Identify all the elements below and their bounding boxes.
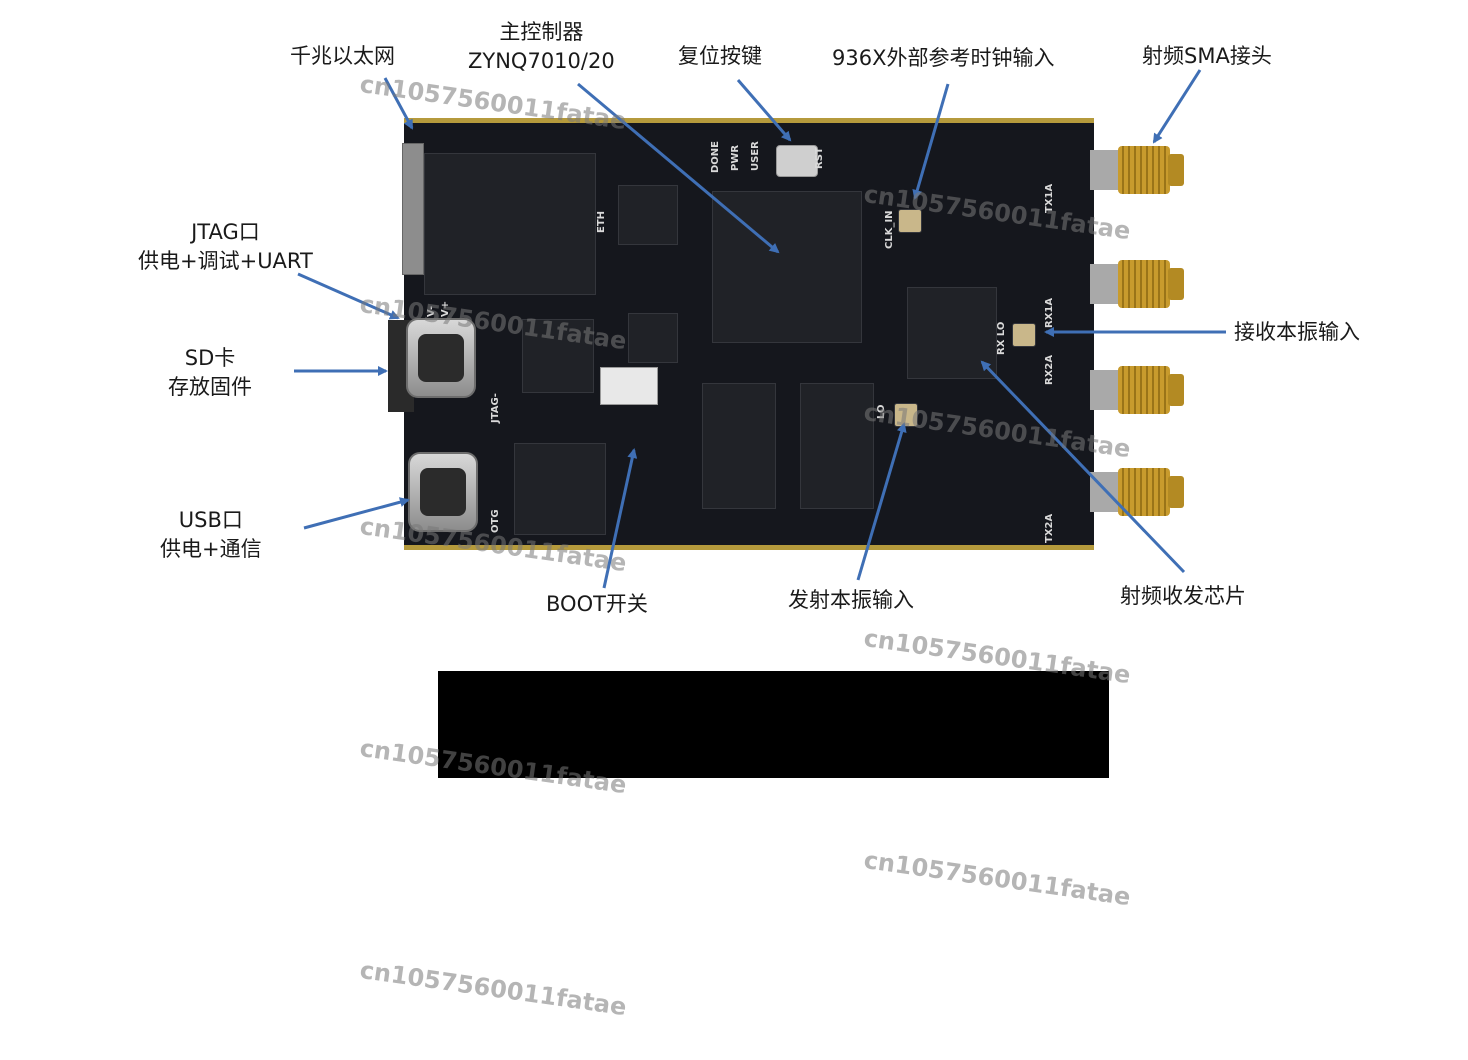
- usb-controller-chip: [522, 319, 594, 393]
- arrow-usb: [303, 497, 410, 530]
- label-ext-clock: 936X外部参考时钟输入: [832, 46, 1055, 70]
- label-ethernet: 千兆以太网: [290, 44, 395, 68]
- ethernet-phy-chip: [424, 153, 596, 295]
- label-rf-chip: 射频收发芯片: [1120, 584, 1246, 608]
- redaction-bar: [438, 671, 1109, 778]
- arrow-boot: [602, 448, 638, 589]
- power-module: [514, 443, 606, 535]
- sma-rx1a-connector: [1090, 256, 1185, 312]
- label-usb-line2: 供电+通信: [160, 537, 262, 561]
- ic-small: [618, 185, 678, 245]
- label-usb-line1: USB口: [178, 508, 243, 532]
- reset-button: [776, 145, 818, 177]
- arrow-ethernet: [383, 77, 414, 130]
- arrow-reset: [736, 79, 792, 142]
- label-rx-lo: 接收本振输入: [1234, 320, 1360, 344]
- label-tx-lo: 发射本振输入: [788, 588, 914, 612]
- usb-c-jtag-connector: [406, 318, 476, 398]
- label-usb: USB口 供电+通信: [160, 506, 262, 564]
- arrow-rf-sma: [1152, 69, 1202, 144]
- arrow-controller: [577, 82, 780, 254]
- sma-tx1a-connector: [1090, 142, 1185, 198]
- label-boot: BOOT开关: [546, 592, 648, 616]
- flash-memory-chip: [800, 383, 874, 509]
- label-sd: SD卡 存放固件: [168, 344, 252, 402]
- label-jtag-line1: JTAG口: [191, 220, 260, 244]
- label-jtag: JTAG口 供电+调试+UART: [138, 218, 313, 276]
- boot-switch: [600, 367, 658, 405]
- arrow-rf-chip: [980, 360, 1186, 574]
- rx-lo-ufl-connector: [1012, 323, 1036, 347]
- clk-in-ufl-connector: [898, 209, 922, 233]
- ic-small: [628, 313, 678, 363]
- arrow-tx-lo: [856, 422, 907, 581]
- label-sd-line1: SD卡: [184, 346, 236, 370]
- label-rf-sma: 射频SMA接头: [1142, 44, 1272, 68]
- label-sd-line2: 存放固件: [168, 375, 252, 399]
- ddr-memory-chip: [702, 383, 776, 509]
- label-controller-line2: ZYNQ7010/20: [468, 49, 615, 73]
- label-controller: 主控制器 ZYNQ7010/20: [468, 18, 615, 76]
- label-jtag-line2: 供电+调试+UART: [138, 249, 313, 273]
- arrow-jtag: [297, 272, 400, 320]
- label-reset: 复位按键: [678, 44, 762, 68]
- usb-c-otg-connector: [408, 452, 478, 532]
- label-controller-line1: 主控制器: [499, 20, 584, 44]
- ethernet-connector: [402, 143, 424, 275]
- arrow-ext-clock: [912, 83, 950, 200]
- sma-rx2a-connector: [1090, 362, 1185, 418]
